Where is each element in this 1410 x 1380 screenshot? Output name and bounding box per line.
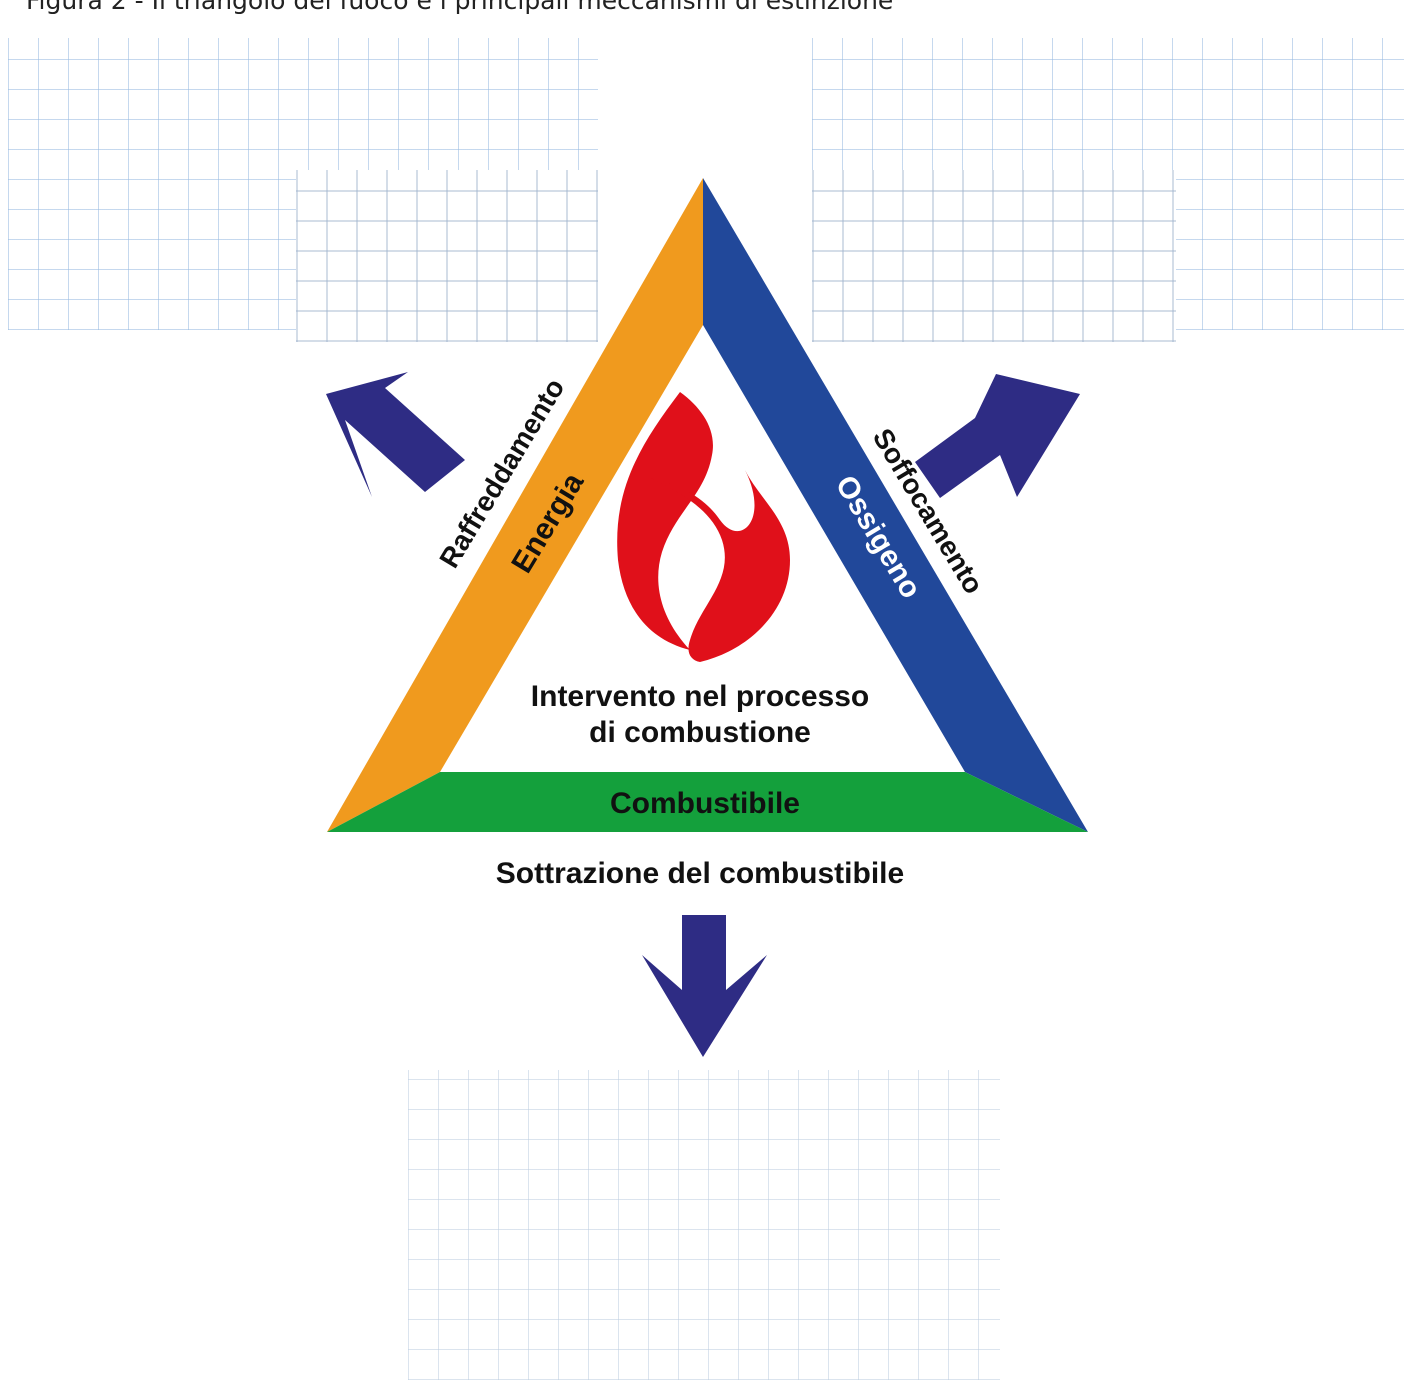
- figure-caption: Figura 2 - Il triangolo del fuoco e i pr…: [26, 0, 894, 15]
- grid-panel-mid-left: [296, 170, 598, 342]
- arrow-up-right-icon: [915, 374, 1080, 498]
- grid-panel-mid-right: [812, 170, 1176, 342]
- arrow-down-icon: [642, 915, 767, 1057]
- triangle-side-energia: [327, 178, 703, 832]
- arrow-up-left-icon: [326, 372, 465, 497]
- triangle-title-line-2: di combustione: [589, 716, 811, 749]
- triangle-side-ossigeno: [703, 178, 1088, 832]
- label-sottrazione-combustibile: Sottrazione del combustibile: [496, 857, 904, 890]
- triangle-side-combustibile: [327, 772, 1088, 832]
- label-combustibile: Combustibile: [610, 787, 800, 820]
- grid-panel-bottom: [408, 1070, 1000, 1380]
- triangle-title-line-1: Intervento nel processo: [531, 680, 869, 713]
- flame-icon: [617, 392, 790, 662]
